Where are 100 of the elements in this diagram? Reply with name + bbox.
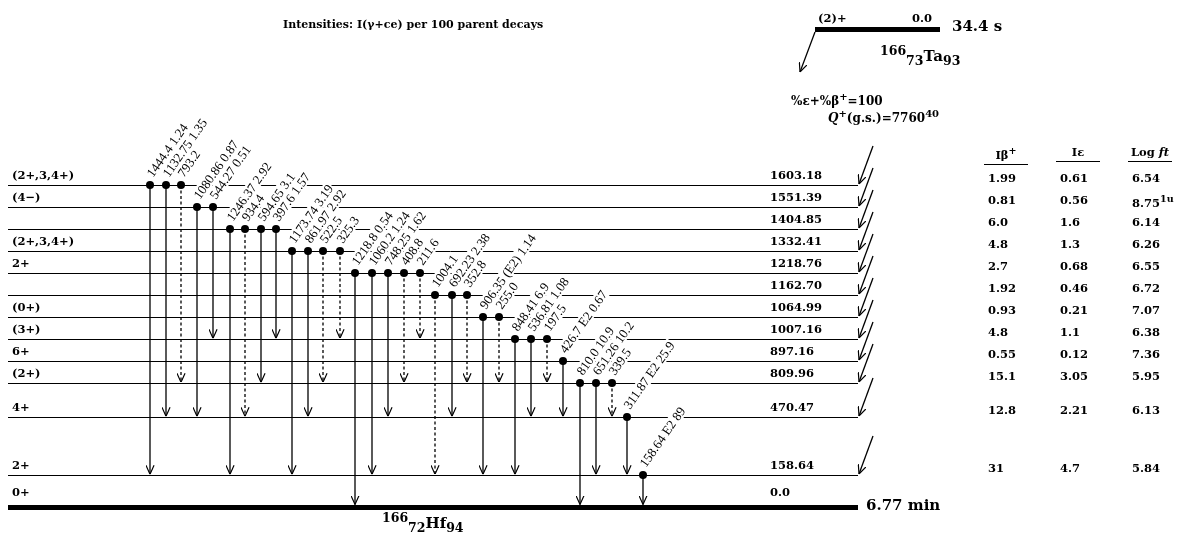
- table-value: 0.12: [1060, 347, 1088, 361]
- table-value: 0.68: [1060, 259, 1088, 273]
- transition-arrow: [462, 291, 472, 383]
- table-value: 1.92: [988, 281, 1016, 295]
- spin-label: (0+): [12, 300, 41, 315]
- table-value: 4.7: [1060, 461, 1080, 475]
- transition-arrow: [367, 269, 377, 475]
- feeding-arrow: [857, 189, 874, 229]
- transition-arrow: [176, 181, 186, 383]
- energy-label: 1007.16: [770, 322, 822, 337]
- feeding-arrow: [857, 255, 874, 295]
- table-value: 0.81: [988, 193, 1016, 207]
- feeding-arrow: [857, 321, 874, 361]
- table-value: 0.46: [1060, 281, 1088, 295]
- table-value: 0.56: [1060, 193, 1088, 207]
- transition-arrow: [303, 247, 313, 417]
- table-value: 6.14: [1132, 215, 1160, 229]
- table-value: 12.8: [988, 403, 1016, 417]
- spin-label: 2+: [12, 256, 30, 271]
- feeding-arrow: [857, 435, 874, 475]
- table-value: 5.84: [1132, 461, 1160, 475]
- feeding-arrow: [857, 343, 874, 383]
- energy-label: 1551.39: [770, 190, 822, 205]
- spin-label: 4+: [12, 400, 30, 415]
- feeding-arrow: [798, 31, 816, 73]
- table-value: 1.3: [1060, 237, 1080, 251]
- table-value: 4.8: [988, 237, 1008, 251]
- transition-arrow: [526, 335, 536, 417]
- title: Intensities: I(γ+ce) per 100 parent decays: [283, 18, 544, 31]
- decay-note: %ε+%β$^{+}$=100: [791, 91, 883, 108]
- half-life-label: 34.4 s: [952, 17, 1003, 35]
- table-value: 0.55: [988, 347, 1016, 361]
- transition-arrow: [145, 181, 155, 475]
- feeding-arrow: [857, 277, 874, 317]
- column-header: Iε: [1056, 145, 1100, 162]
- feeding-arrow: [857, 145, 874, 185]
- transition-arrow: [208, 203, 218, 339]
- table-value: 1.6: [1060, 215, 1080, 229]
- energy-label: 897.16: [770, 344, 814, 359]
- energy-label: 1332.41: [770, 234, 822, 249]
- transition-arrow: [622, 413, 632, 475]
- transition-arrow: [447, 291, 457, 417]
- table-value: 1.99: [988, 171, 1016, 185]
- transition-arrow: [335, 247, 345, 339]
- spin-label: (4−): [12, 190, 41, 205]
- energy-label: 1404.85: [770, 212, 822, 227]
- table-value: 3.05: [1060, 369, 1088, 383]
- transition-arrow: [225, 225, 235, 475]
- energy-label: 1218.76: [770, 256, 822, 271]
- table-value: 2.21: [1060, 403, 1088, 417]
- table-value: 0.21: [1060, 303, 1088, 317]
- energy-label: 158.64: [770, 458, 814, 473]
- table-value: 31: [988, 461, 1004, 475]
- transition-arrow: [399, 269, 409, 383]
- energy-label: 0.0: [770, 484, 790, 499]
- spin-label: 6+: [12, 344, 30, 359]
- transition-arrow: [542, 335, 552, 383]
- spin-label: 0+: [12, 484, 30, 499]
- table-value: 6.0: [988, 215, 1008, 229]
- transition-arrow: [287, 247, 297, 475]
- transition-arrow: [350, 269, 360, 506]
- feeding-arrow: [857, 233, 874, 273]
- energy-label: 1603.18: [770, 168, 822, 183]
- half-life-label: 6.77 min: [866, 496, 941, 514]
- transition-arrow: [161, 181, 171, 417]
- spin-label: (2+,3,4+): [12, 168, 75, 183]
- table-value: 0.61: [1060, 171, 1088, 185]
- transition-arrow: [192, 203, 202, 417]
- feeding-arrow: [857, 377, 874, 417]
- transition-arrow: [558, 357, 568, 417]
- table-value: 6.13: [1132, 403, 1160, 417]
- table-value: 4.8: [988, 325, 1008, 339]
- feeding-arrow: [857, 167, 874, 207]
- energy-label: 0.0: [912, 11, 932, 25]
- transition-arrow: [591, 379, 601, 475]
- table-value: 7.36: [1132, 347, 1160, 361]
- transition-arrow: [240, 225, 250, 417]
- table-value: 6.38: [1132, 325, 1160, 339]
- column-header: Log ft: [1128, 145, 1172, 162]
- table-value: 5.95: [1132, 369, 1160, 383]
- transition-arrow: [256, 225, 266, 383]
- transition-arrow: [478, 313, 488, 475]
- energy-label: 470.47: [770, 400, 814, 415]
- table-value: 6.55: [1132, 259, 1160, 273]
- transition-arrow: [494, 313, 504, 383]
- table-value: 2.7: [988, 259, 1008, 273]
- energy-label: 809.96: [770, 366, 814, 381]
- table-value: 0.93: [988, 303, 1016, 317]
- table-value: 6.54: [1132, 171, 1160, 185]
- energy-label: 1064.99: [770, 300, 822, 315]
- table-value: 15.1: [988, 369, 1016, 383]
- table-value: 6.26: [1132, 237, 1160, 251]
- feeding-arrow: [857, 211, 874, 251]
- transition-arrow: [415, 269, 425, 339]
- spin-label: (2+,3,4+): [12, 234, 75, 249]
- transition-arrow: [510, 335, 520, 475]
- spin-label: (2)+: [818, 11, 847, 25]
- table-value: 6.72: [1132, 281, 1160, 295]
- energy-label: 1162.70: [770, 278, 822, 293]
- transition-arrow: [638, 471, 648, 506]
